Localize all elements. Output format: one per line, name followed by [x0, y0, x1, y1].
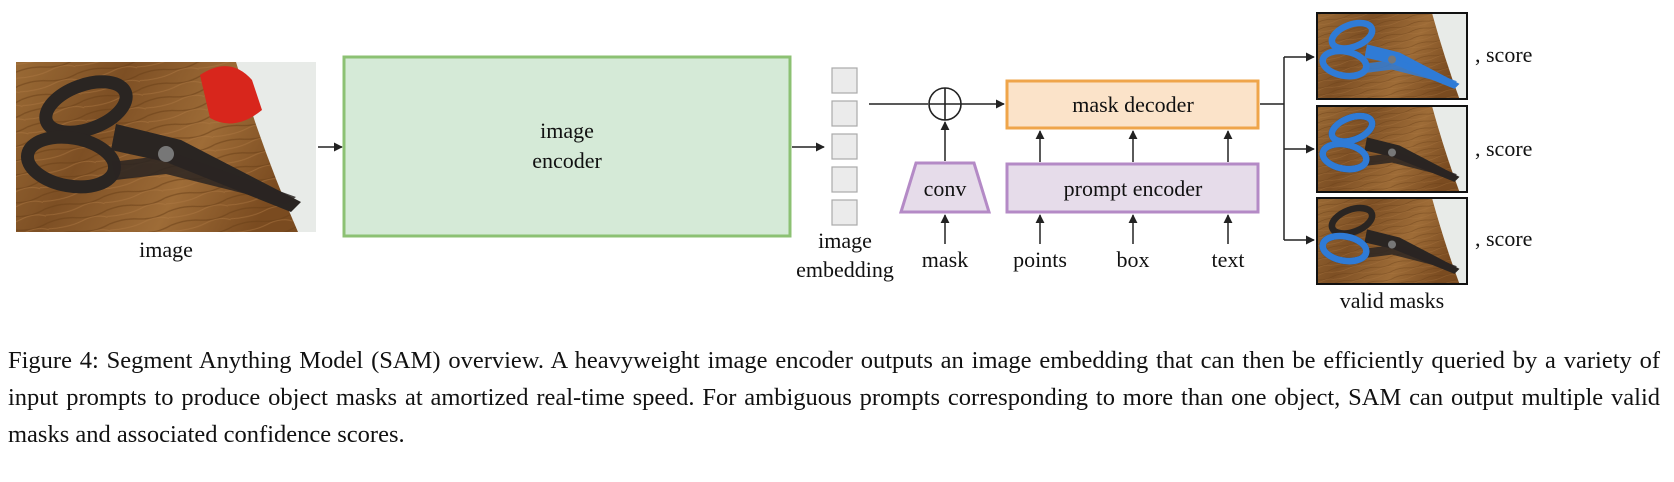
score-label: , score	[1475, 136, 1532, 161]
add-node	[928, 87, 962, 121]
conv-label: conv	[924, 176, 967, 201]
sam-architecture-diagram: image image encoder image embedding conv…	[16, 12, 1532, 313]
image-label: image	[139, 237, 193, 262]
image-encoder-label-line1: image	[540, 118, 594, 143]
output-mask-2	[1316, 105, 1468, 193]
prompt-encoder-label: prompt encoder	[1064, 176, 1203, 201]
output-branches	[1260, 52, 1315, 245]
input-image: image	[16, 62, 316, 262]
prompt-encoder-block: prompt encoder	[1005, 162, 1260, 214]
image-embedding-label-line1: image	[818, 228, 872, 253]
embedding-cell	[831, 100, 858, 127]
embedding-cell	[831, 166, 858, 193]
valid-masks-group: , score , score , score valid masks	[1316, 12, 1532, 313]
mask-decoder-block: mask decoder	[1005, 79, 1260, 130]
prompt-input-text: text	[1212, 247, 1245, 272]
embedding-cell	[831, 199, 858, 226]
embedding-cell	[831, 133, 858, 160]
image-encoder-block: image encoder	[342, 55, 792, 238]
embedding-cell	[831, 67, 858, 94]
score-label: , score	[1475, 42, 1532, 67]
prompt-input-points: points	[1013, 247, 1067, 272]
figure-caption: Figure 4: Segment Anything Model (SAM) o…	[8, 347, 1660, 448]
score-label: , score	[1475, 226, 1532, 251]
image-encoder-label-line2: encoder	[532, 148, 602, 173]
conv-block: conv	[898, 161, 992, 214]
output-mask-3	[1316, 197, 1468, 285]
image-embedding-label-line2: embedding	[796, 257, 894, 282]
prompt-input-box: box	[1117, 247, 1150, 272]
output-mask-1	[1316, 12, 1468, 100]
mask-decoder-label: mask decoder	[1072, 92, 1194, 117]
image-embedding-stack: image embedding	[796, 67, 894, 282]
mask-input-label: mask	[922, 247, 968, 272]
valid-masks-label: valid masks	[1340, 288, 1445, 313]
